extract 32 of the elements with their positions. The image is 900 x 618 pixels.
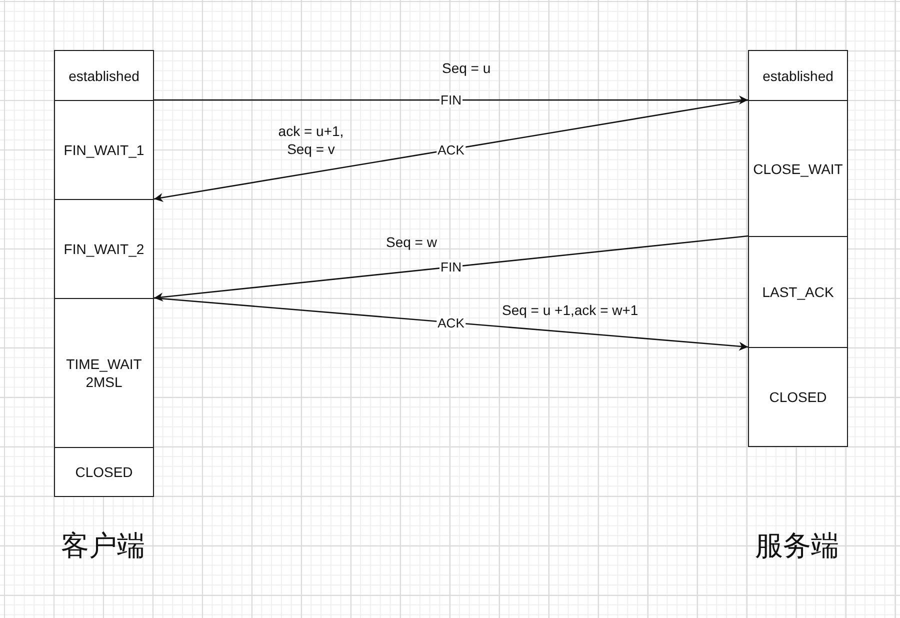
state-box [54,199,154,299]
state-label: CLOSE_WAIT [753,160,843,178]
state-box [54,50,154,101]
state-box [54,298,154,448]
state-label: FIN_WAIT_2 [64,240,144,258]
sequence-note: Seq = w [386,233,438,251]
state-box [748,236,848,348]
state-box [54,447,154,497]
sequence-note: Seq = u +1,ack = w+1 [502,301,640,319]
sequence-note: Seq = u [442,59,492,77]
state-label: established [68,66,140,84]
sequence-note: ack = u+1, Seq = v [277,122,345,158]
state-box [54,100,154,200]
state-label: FIN_WAIT_1 [64,141,144,159]
endpoint-title: 服务端 [754,529,840,563]
edge-label: FIN [440,92,462,108]
edge-label: ACK [436,315,466,330]
arrow [154,96,748,104]
state-label: LAST_ACK [762,283,834,301]
state-label: CLOSED [75,463,133,481]
edge-label: ACK [436,142,466,157]
state-label: CLOSED [769,388,827,406]
edge-label: FIN [440,260,462,274]
state-box [748,100,848,237]
arrow [154,99,748,202]
endpoint-title: 客户端 [60,529,146,563]
state-box [748,347,848,447]
arrow [154,235,748,302]
state-box [748,50,848,101]
state-label: TIME_WAIT 2MSL [65,355,143,391]
state-label: established [762,66,834,84]
arrow [154,297,748,351]
